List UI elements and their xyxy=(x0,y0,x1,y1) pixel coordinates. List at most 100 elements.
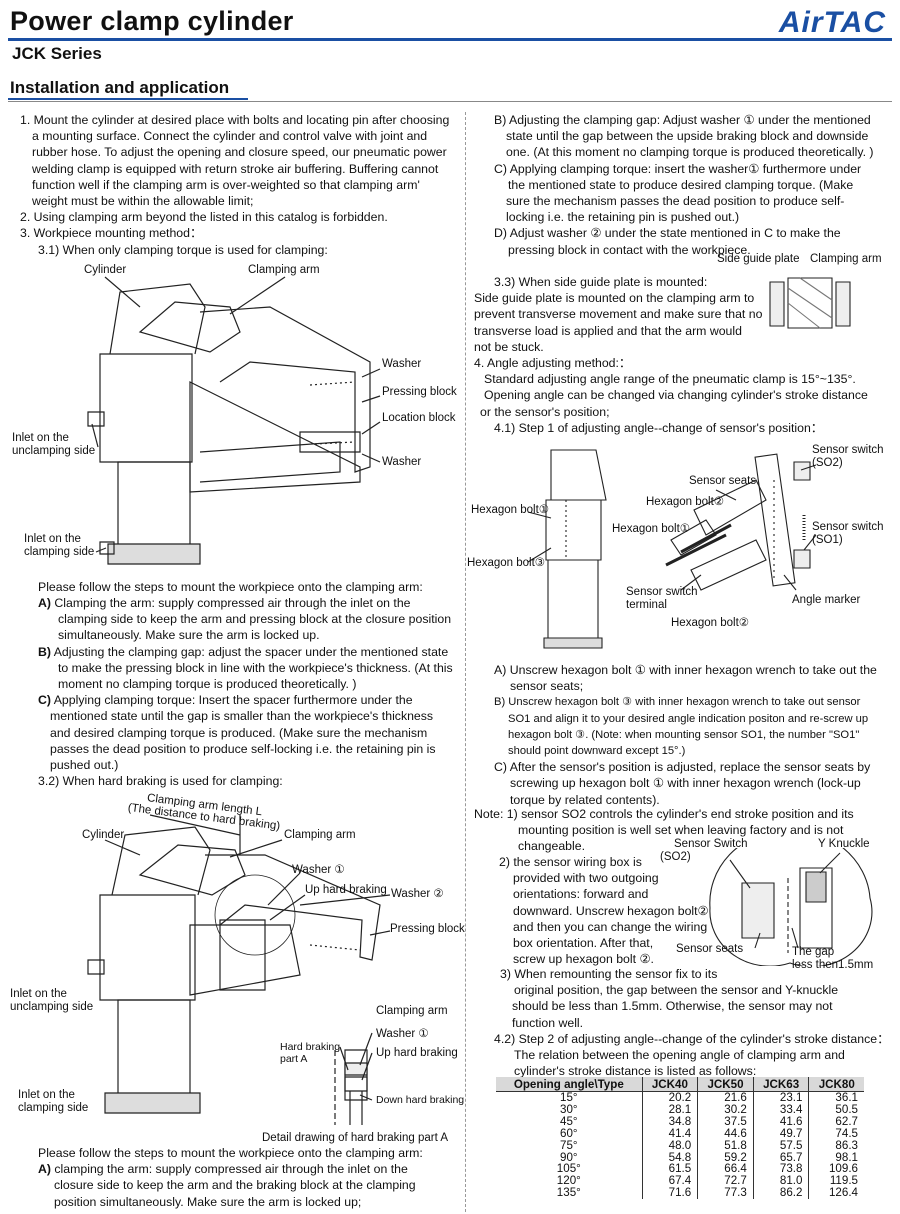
table-cell-stroke: 71.6 xyxy=(641,1187,698,1200)
leader-d-down xyxy=(360,1095,372,1100)
so1-switch xyxy=(794,550,810,568)
label-angle-marker: Angle marker xyxy=(792,594,861,606)
table-header: JCK80 xyxy=(808,1077,864,1092)
series-title: JCK Series xyxy=(12,44,102,63)
cylinder-body-2 xyxy=(118,1000,190,1098)
table-cell-stroke: 72.7 xyxy=(697,1175,754,1188)
table-cell-stroke: 66.4 xyxy=(697,1163,754,1176)
dimension-line xyxy=(150,815,240,835)
label-washer2: Washer ② xyxy=(391,888,444,900)
clamp-inlet-fitting xyxy=(100,542,114,554)
sensor-cyl-base xyxy=(544,638,602,648)
steps1-list: A) Clamping the arm: supply compressed a… xyxy=(38,596,453,789)
bolt-holes-2 xyxy=(310,945,360,950)
bolt-a xyxy=(681,525,731,552)
leader-washer xyxy=(362,369,380,377)
table-cell-stroke: 33.4 xyxy=(752,1104,809,1116)
detail-ellipse xyxy=(710,848,872,966)
gap-y-knuckle xyxy=(800,868,832,948)
label-gap-sensor-seats: Sensor seats xyxy=(676,943,744,955)
detail-up-hard xyxy=(345,1077,367,1091)
table-header: JCK63 xyxy=(752,1077,809,1092)
table-cell-stroke: 50.5 xyxy=(808,1104,864,1116)
label-washer-bottom: Washer xyxy=(382,456,422,468)
sensor-clamp-body xyxy=(546,500,601,560)
table-cell-stroke: 48.0 xyxy=(641,1139,698,1152)
triangle-brace xyxy=(200,442,340,482)
label-sensor-so2: Sensor switch(SO2) xyxy=(812,444,884,469)
leader-hex1 xyxy=(528,512,551,518)
label-location-block: Location block xyxy=(382,412,456,424)
page-title: Power clamp cylinder xyxy=(10,6,294,36)
leader-gap-knuckle xyxy=(820,853,840,873)
leader-hex2 xyxy=(528,548,551,562)
table-cell-angle: 75° xyxy=(560,1138,578,1152)
location-block xyxy=(300,432,360,452)
table-cell-angle: 135° xyxy=(556,1186,581,1200)
step1-c: C) Applying clamping torque: Insert the … xyxy=(38,693,413,708)
leader-angle xyxy=(784,575,796,590)
label-washer1: Washer ① xyxy=(292,864,345,876)
bolt-holes-bottom xyxy=(315,442,355,444)
clamp-housing-2 xyxy=(100,895,195,1000)
leader-pressing xyxy=(362,396,380,402)
leader-w1 xyxy=(268,873,300,905)
table-cell-stroke: 20.2 xyxy=(641,1091,698,1104)
knuckle-thread xyxy=(806,872,826,902)
leader-inlet-clamp xyxy=(96,548,106,552)
bolt-b xyxy=(666,535,726,565)
table-cell-angle: 30° xyxy=(560,1102,578,1116)
section-rule xyxy=(8,98,248,100)
table-cell-stroke: 37.5 xyxy=(697,1115,754,1128)
label-gap-sensor-switch: Sensor Switch(SO2) xyxy=(660,838,748,863)
figure-torque-clamping xyxy=(0,262,465,582)
para-1: 1. Mount the cylinder at desired place w… xyxy=(20,113,450,257)
table-cell-angle: 15° xyxy=(560,1091,578,1104)
table-cell-stroke: 36.1 xyxy=(808,1091,864,1104)
detail-circle xyxy=(215,875,295,955)
table-cell-angle: 105° xyxy=(556,1162,581,1176)
hatch xyxy=(788,278,832,328)
table-cell-stroke: 77.3 xyxy=(697,1187,754,1200)
label-detail-up-hard: Up hard braking xyxy=(376,1047,458,1059)
clamp-head xyxy=(110,284,205,354)
caption-detail-drawing: Detail drawing of hard braking part A xyxy=(262,1132,449,1144)
figure-sensor-gap xyxy=(700,848,890,966)
label-hex-bolt-4: Hexagon bolt③ xyxy=(467,557,546,569)
table-cell-stroke: 41.4 xyxy=(641,1127,698,1140)
section-title: Installation and application xyxy=(10,78,230,97)
table-cell-stroke: 30.2 xyxy=(697,1104,754,1116)
table-cell-stroke: 54.8 xyxy=(641,1151,698,1164)
sensor-steps: A) Unscrew hexagon bolt ① with inner hex… xyxy=(494,663,877,807)
table-cell-stroke: 21.6 xyxy=(697,1091,754,1104)
unclamp-inlet-fitting xyxy=(88,412,104,426)
cylinder-base-2 xyxy=(105,1093,200,1113)
sensor-seat-b xyxy=(691,540,766,590)
table-cell-stroke: 51.8 xyxy=(697,1139,754,1152)
label-clamping-arm-3: Clamping arm xyxy=(810,253,882,265)
location-support xyxy=(190,382,360,492)
table-cell-stroke: 74.5 xyxy=(808,1127,864,1140)
right-steps-bcd: B) Adjusting the clamping gap: Adjust wa… xyxy=(494,113,874,257)
leader-inlet-unclamp xyxy=(92,424,98,447)
header-rule xyxy=(8,38,892,41)
sensor-cylinder xyxy=(548,560,598,640)
sensor-seat-c xyxy=(671,520,716,555)
leader-gap-switch xyxy=(730,860,750,888)
detail-washer xyxy=(345,1063,367,1075)
arm-hinge-2 xyxy=(140,845,245,895)
table-cell-stroke: 73.8 xyxy=(752,1163,809,1176)
gap-sensor-switch xyxy=(742,883,774,938)
table-cell-angle: 60° xyxy=(560,1126,578,1140)
cylinder-base xyxy=(108,544,200,564)
table-cell-stroke: 65.7 xyxy=(752,1151,809,1164)
